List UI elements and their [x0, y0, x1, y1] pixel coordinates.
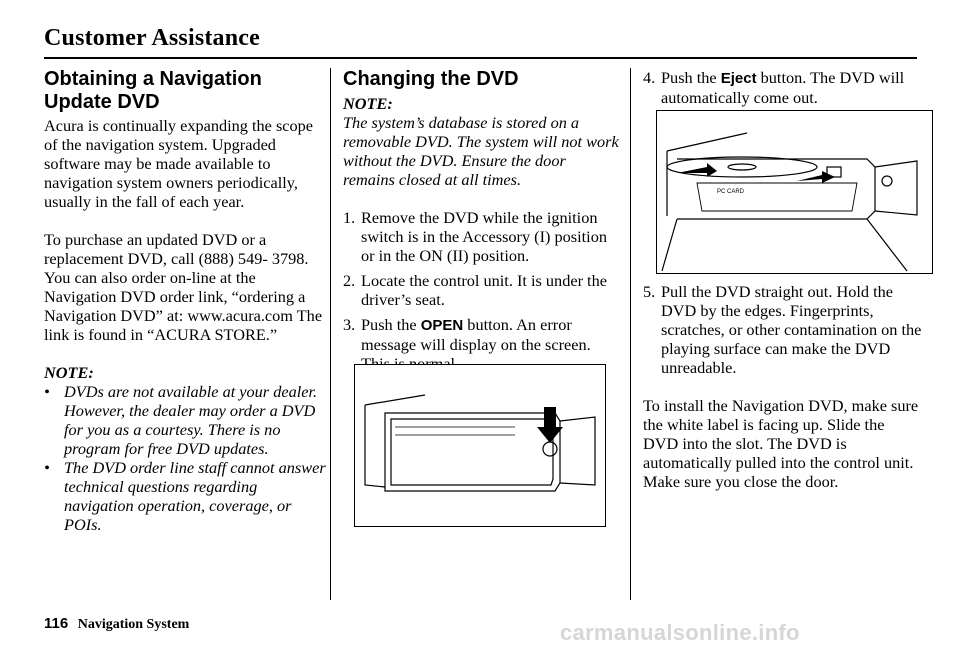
- arrow-left-icon: [677, 163, 717, 177]
- page-footer: 116 Navigation System: [44, 615, 189, 633]
- column-divider: [630, 68, 631, 600]
- note-bullet-1: • DVDs are not available at your dealer.…: [44, 382, 326, 458]
- paragraph-purchase: To purchase an updated DVD or a replacem…: [44, 230, 323, 344]
- arrow-right-icon: [797, 171, 835, 183]
- step-2: 2.Locate the control unit. It is under t…: [343, 271, 607, 309]
- header-rule: [44, 57, 917, 59]
- step-5-text: Pull the DVD straight out. Hold the DVD …: [661, 282, 922, 377]
- note-label: NOTE:: [343, 94, 393, 113]
- bullet-text: The DVD order line staff cannot answer t…: [64, 458, 326, 534]
- bullet-text: DVDs are not available at your dealer. H…: [64, 382, 318, 458]
- step-1-text: Remove the DVD while the ignition switch…: [361, 208, 607, 265]
- page-number: 116: [44, 615, 69, 632]
- watermark: carmanualsonline.info: [560, 620, 800, 645]
- open-button-label: OPEN: [420, 317, 464, 334]
- heading-line-2: Update DVD: [44, 91, 160, 113]
- column-divider: [330, 68, 331, 600]
- footer-title: Navigation System: [77, 617, 190, 632]
- column-steps-continued-2: 5.Pull the DVD straight out. Hold the DV…: [643, 282, 923, 491]
- bullet-icon: •: [44, 382, 50, 401]
- step-4-text-post: button. The DVD will automatically come …: [661, 68, 905, 107]
- step-4: 4.Push the Eject button. The DVD will au…: [643, 68, 905, 107]
- step-1: 1.Remove the DVD while the ignition swit…: [343, 208, 607, 265]
- page-title: Customer Assistance: [44, 25, 261, 51]
- step-2-text: Locate the control unit. It is under the…: [361, 271, 607, 309]
- step-3-text-pre: Push the: [361, 315, 421, 334]
- bullet-icon: •: [44, 458, 50, 477]
- figure-control-unit-closed: [354, 364, 606, 527]
- heading-line-1: Obtaining a Navigation: [44, 68, 262, 90]
- step-4-text-pre: Push the: [661, 68, 721, 87]
- section-heading-changing: Changing the DVD: [343, 68, 519, 90]
- paragraph-install: To install the Navigation DVD, make sure…: [643, 396, 919, 491]
- paragraph-intro: Acura is continually expanding the scope…: [44, 116, 314, 211]
- dvd-eject-illustration: PC CARD: [661, 132, 918, 272]
- note-text: The system’s database is stored on a rem…: [343, 113, 619, 189]
- column-steps-continued: 4.Push the Eject button. The DVD will au…: [643, 68, 923, 107]
- figure-dvd-ejecting: PC CARD: [656, 110, 933, 274]
- column-obtaining-dvd: Obtaining a Navigation Update DVD Acura …: [44, 68, 326, 534]
- step-5: 5.Pull the DVD straight out. Hold the DV…: [643, 282, 922, 377]
- eject-button-label: Eject: [720, 70, 757, 87]
- section-heading-obtaining: Obtaining a Navigation Update DVD: [44, 68, 326, 114]
- pc-card-label: PC CARD: [717, 189, 745, 195]
- control-unit-illustration: [364, 394, 596, 492]
- down-arrow-icon: [537, 407, 563, 443]
- note-label: NOTE:: [44, 363, 94, 382]
- note-bullet-2: • The DVD order line staff cannot answer…: [44, 458, 326, 534]
- column-changing-dvd: Changing the DVD NOTE: The system’s data…: [343, 68, 621, 373]
